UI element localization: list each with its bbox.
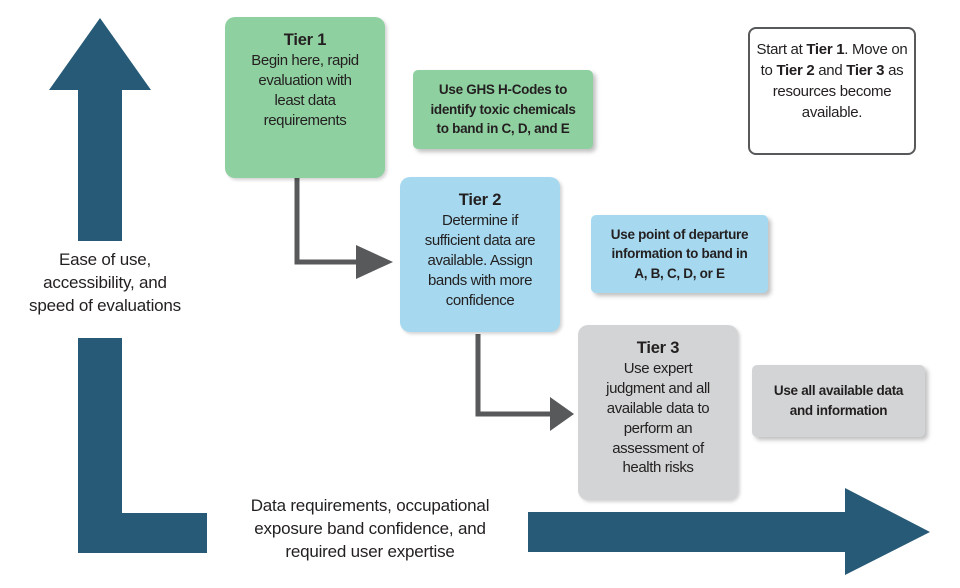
- horizontal-axis-bar: [528, 512, 845, 552]
- departure-callout-box: Use point of departure information to ba…: [591, 215, 768, 293]
- ghs-callout-box: Use GHS H-Codes to identify toxic chemic…: [413, 70, 593, 149]
- tier3-title: Tier 3: [636, 339, 680, 357]
- tier2-body: Determine if sufficient data are availab…: [424, 212, 536, 309]
- ghs-callout-text: Use GHS H-Codes to identify toxic chemic…: [430, 82, 576, 137]
- tier3-box: Tier 3 Use expert judgment and all avail…: [578, 325, 738, 500]
- note-tier2-ref: Tier 2: [776, 62, 815, 79]
- note-tier1-ref: Tier 1: [806, 41, 845, 58]
- tier1-body: Begin here, rapid evaluation with least …: [251, 52, 359, 129]
- note-text-part: . Move on to: [760, 41, 908, 79]
- note-tier3-ref: Tier 3: [846, 62, 885, 79]
- note-text-part: Start at: [756, 41, 807, 58]
- horizontal-axis-label: Data requirements, occupational exposure…: [250, 496, 490, 561]
- tier1-title: Tier 1: [283, 31, 327, 49]
- connector-tier1-tier2-arrowhead-icon: [356, 245, 393, 279]
- tier2-title: Tier 2: [458, 191, 502, 209]
- connector-tier2-tier3-arrowhead-icon: [550, 397, 574, 431]
- connector-tier1-tier2: [294, 178, 358, 265]
- tier2-box: Tier 2 Determine if sufficient data are …: [400, 177, 560, 332]
- note-text-part: as resources become available.: [772, 62, 904, 121]
- note-box: Start at Tier 1. Move on to Tier 2 and T…: [748, 27, 916, 155]
- right-arrow-icon: [845, 488, 930, 575]
- tier1-box: Tier 1 Begin here, rapid evaluation with…: [225, 17, 385, 178]
- alldata-callout-text: Use all available data and information: [773, 383, 904, 418]
- up-arrow-icon: [49, 18, 151, 241]
- note-text-part: and: [814, 62, 847, 79]
- vertical-axis-bar: [78, 338, 207, 553]
- tier3-body: Use expert judgment and all available da…: [606, 360, 710, 477]
- vertical-axis-label: Ease of use, accessibility, and speed of…: [29, 250, 181, 315]
- alldata-callout-box: Use all available data and information: [752, 365, 925, 437]
- departure-callout-text: Use point of departure information to ba…: [610, 226, 749, 281]
- connector-tier2-tier3: [475, 334, 552, 417]
